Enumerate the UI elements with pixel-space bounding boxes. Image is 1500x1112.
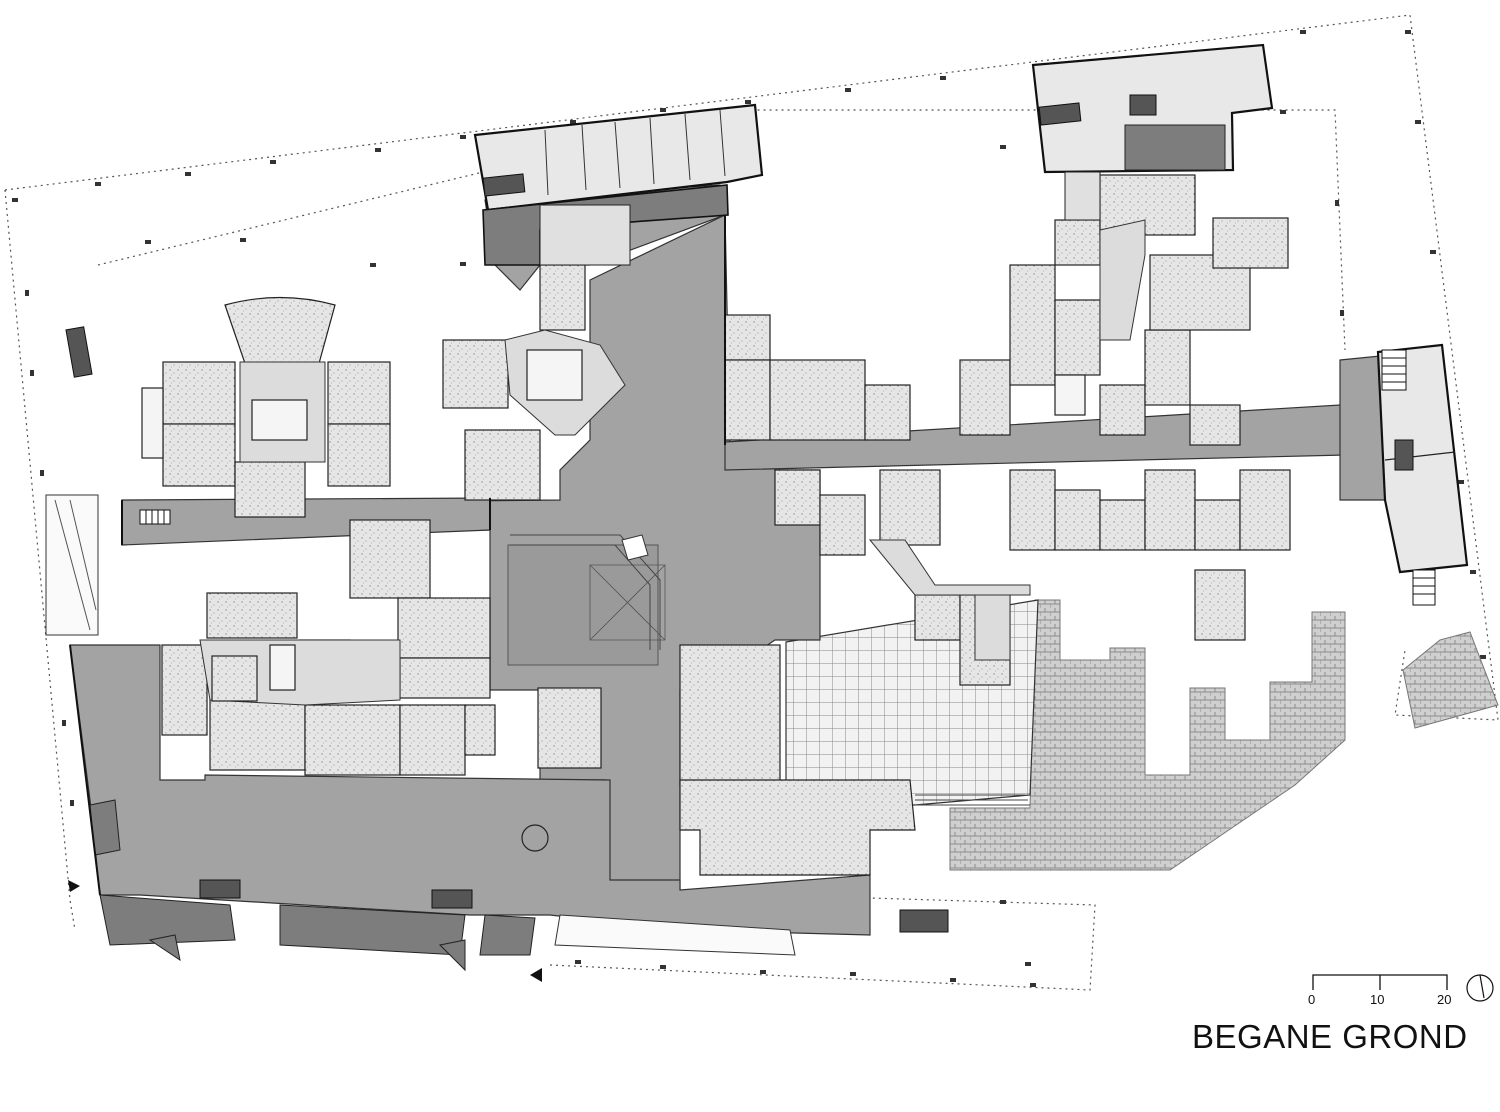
stair-icon	[139, 349, 1436, 606]
car-icon	[65, 94, 1414, 933]
block-north-west	[473, 103, 764, 266]
north-arrow-icon	[1466, 974, 1494, 1002]
plaza-column	[521, 824, 549, 852]
atrium	[507, 544, 659, 666]
scale-tick-10: 10	[1370, 992, 1384, 1007]
plan-title: BEGANE GROND	[1192, 1018, 1468, 1055]
west-strip	[45, 494, 99, 636]
scale-bar: 0 10 20	[1308, 974, 1451, 1007]
cores	[211, 349, 1086, 702]
building-outline	[69, 215, 726, 896]
outdoor-paving	[949, 599, 1346, 871]
dark-volumes-south	[89, 799, 536, 972]
site-boundary	[4, 14, 1499, 991]
outdoor-paving-east	[1402, 631, 1499, 729]
scale-tick-20: 20	[1437, 992, 1451, 1007]
south-wedge	[554, 914, 796, 956]
entrance-arrow-icon	[68, 880, 542, 982]
boundary-posts	[12, 30, 1486, 987]
rooms	[141, 174, 1291, 876]
scale-tick-0: 0	[1308, 992, 1315, 1007]
